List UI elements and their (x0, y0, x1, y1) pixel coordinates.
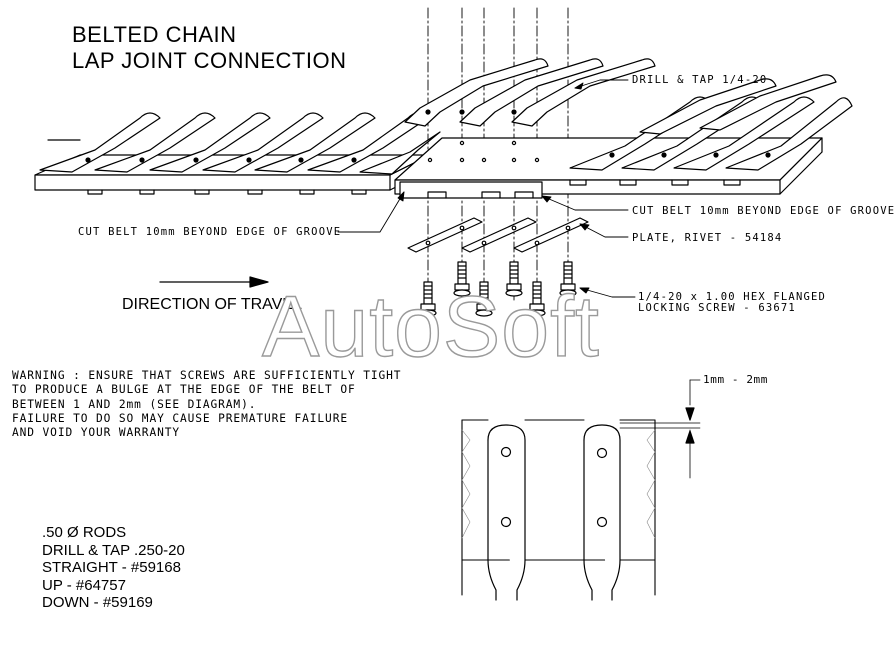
callout-gap-dimension: 1mm - 2mm (703, 373, 769, 386)
autosoft-watermark: AutoSoft (261, 279, 600, 375)
drawing-title-line1: BELTED CHAIN (72, 22, 237, 47)
warning-line: FAILURE TO DO SO MAY CAUSE PREMATURE FAI… (12, 411, 348, 425)
callout-cut-belt-left: CUT BELT 10mm BEYOND EDGE OF GROOVE (78, 226, 342, 238)
callout-drill-tap: DRILL & TAP 1/4-20 (632, 74, 768, 86)
warning-line: BETWEEN 1 AND 2mm (SEE DIAGRAM). (12, 397, 257, 411)
spec-line: DRILL & TAP .250-20 (42, 541, 185, 559)
spec-line: STRAIGHT - #59168 (42, 559, 181, 577)
detail-view (461, 379, 701, 601)
hex-flanged-screws (419, 261, 577, 317)
leader-lines (337, 79, 636, 298)
warning-line: WARNING : ENSURE THAT SCREWS ARE SUFFICI… (12, 369, 402, 382)
callout-plate-rivet: PLATE, RIVET - 54184 (632, 232, 783, 244)
rod-specifications: .50 Ø RODS DRILL & TAP .250-20 STRAIGHT … (42, 524, 185, 612)
top-rivet-plates (404, 58, 656, 127)
spec-line: .50 Ø RODS (42, 524, 127, 541)
right-rods (569, 74, 853, 171)
bottom-rivet-plates (407, 217, 589, 253)
callout-screw-line1: 1/4-20 x 1.00 HEX FLANGED (638, 291, 827, 303)
warning-line: TO PRODUCE A BULGE AT THE EDGE OF THE BE… (12, 383, 356, 397)
direction-of-travel-label: DIRECTION OF TRAVEL (122, 296, 302, 313)
callout-screw-line2: LOCKING SCREW - 63671 (638, 302, 796, 314)
direction-arrow (159, 276, 269, 288)
left-rods (39, 112, 441, 175)
warning-note: WARNING : ENSURE THAT SCREWS ARE SUFFICI… (12, 369, 401, 440)
warning-line: AND VOID YOUR WARRANTY (12, 426, 180, 440)
drawing-title-line2: LAP JOINT CONNECTION (72, 48, 347, 73)
spec-line: UP - #64757 (42, 576, 126, 594)
spec-line: DOWN - #59169 (42, 594, 153, 612)
callout-cut-belt-right: CUT BELT 10mm BEYOND EDGE OF GROOVE (632, 205, 894, 217)
